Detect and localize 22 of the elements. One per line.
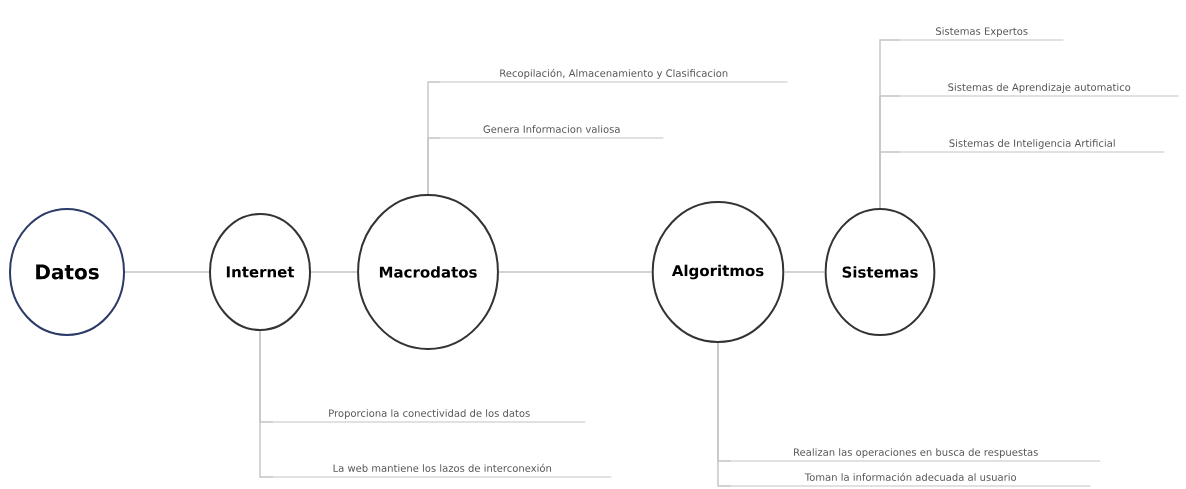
underlined-text: Genera Informacion valiosa xyxy=(439,125,664,139)
connector-line xyxy=(879,151,901,209)
circle-node: Algoritmos xyxy=(651,201,785,343)
circle-node: Sistemas xyxy=(824,208,936,336)
underlined-text: Toman la información adecuada al usuario xyxy=(730,472,1091,487)
connector-line xyxy=(498,271,653,273)
underlined-text: Realizan las operaciones en busca de respuestas xyxy=(730,448,1101,462)
circle-node: Internet xyxy=(209,213,311,331)
circle-node: Macrodatos xyxy=(357,194,499,350)
circle-node: Datos xyxy=(9,208,125,336)
underlined-text: Sistemas de Inteligencia Artificial xyxy=(899,139,1165,153)
connector-line xyxy=(259,330,274,478)
underlined-text: Sistemas de Aprendizaje automatico xyxy=(899,83,1179,97)
connector-line xyxy=(310,271,358,273)
connector-line xyxy=(427,137,441,195)
connector-line xyxy=(124,271,210,273)
underlined-text: Recopilación, Almacenamiento y Clasificacion xyxy=(439,68,788,83)
connector-line xyxy=(783,271,826,273)
connector-line xyxy=(717,342,732,487)
underlined-text: Proporciona la conectividad de los datos xyxy=(272,409,586,423)
underlined-text: Sistemas Expertos xyxy=(899,27,1064,41)
underlined-text: La web mantiene los lazos de interconexión xyxy=(272,463,612,478)
